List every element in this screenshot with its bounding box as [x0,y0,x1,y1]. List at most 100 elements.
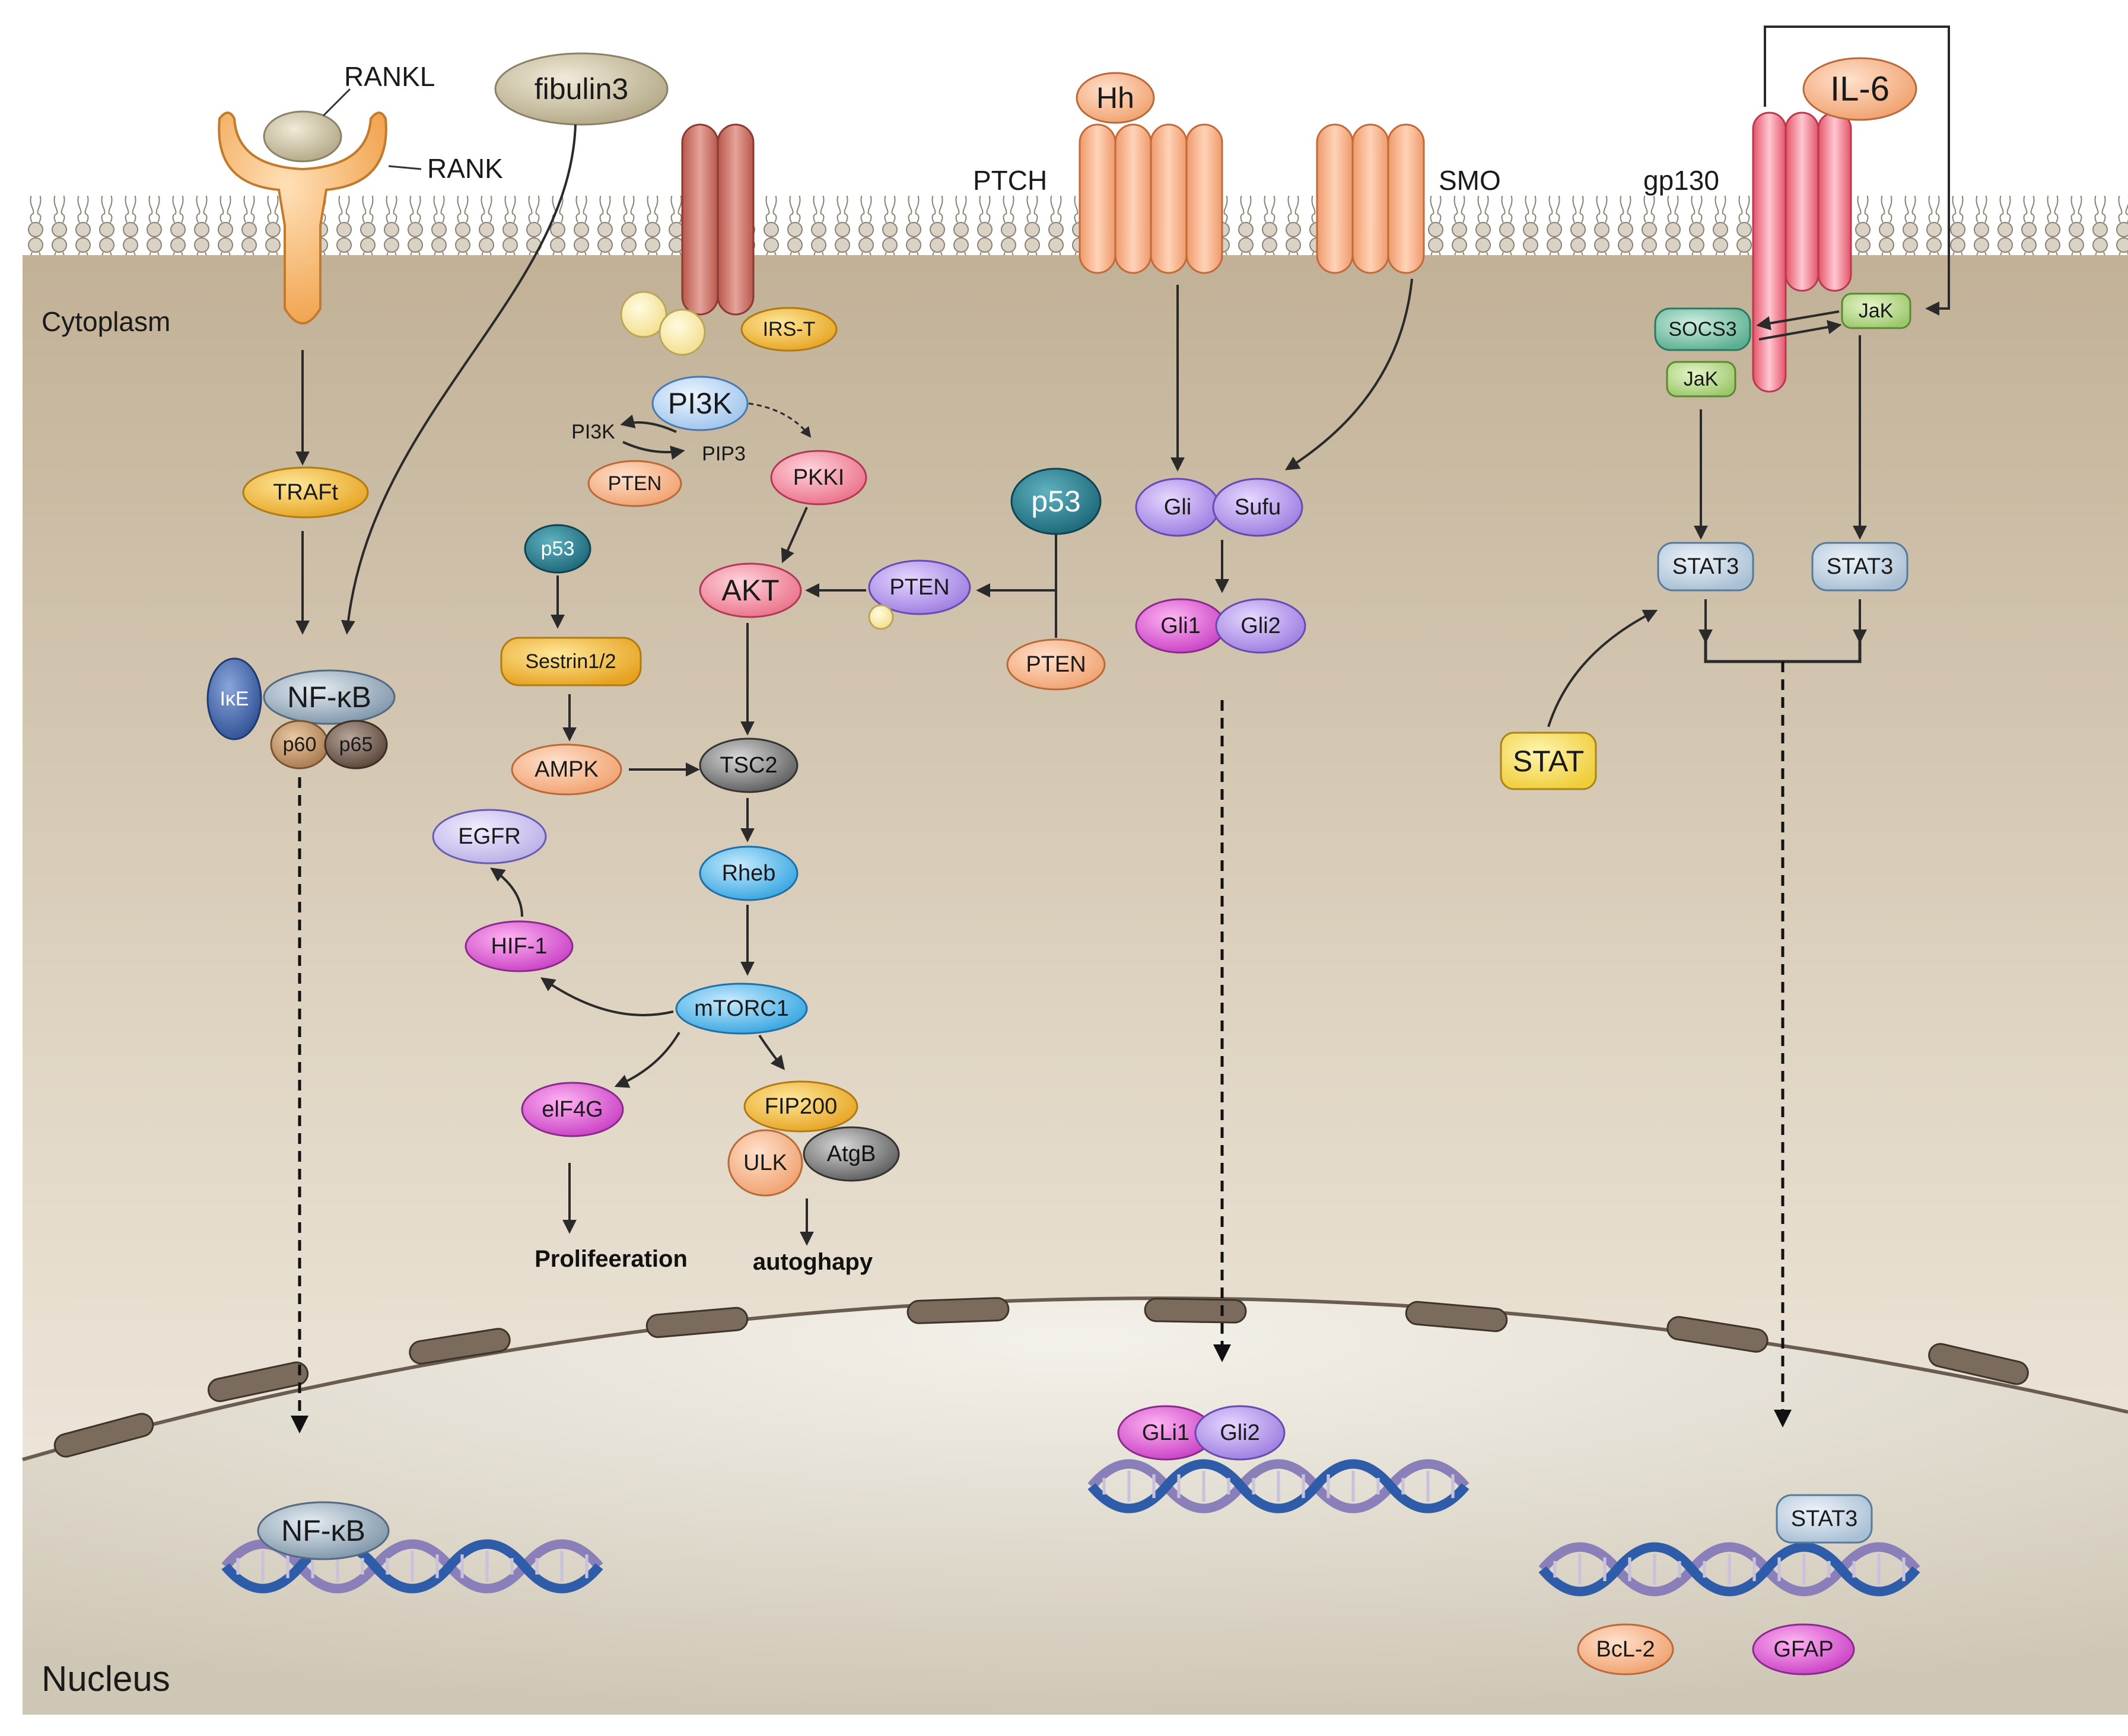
fip200-label: FIP200 [765,1094,838,1119]
akt-label: AKT [721,574,779,607]
socs3-node [1654,307,1751,351]
pten-node-3 [1006,638,1106,691]
pkki-label: PKKI [793,465,845,490]
rank-receptor [218,112,387,325]
jak-left-node [1666,361,1736,398]
mtorc1-node [675,983,808,1035]
ptch-label: PTCH [973,165,1047,196]
gli-label: Gli [1164,495,1191,520]
stat-node [1500,732,1597,790]
gli1-label: Gli1 [1160,613,1201,638]
ptch-receptor [1079,123,1223,274]
nfkb-node [263,669,396,725]
pi3k-node [651,376,749,431]
akt-node [699,562,802,618]
gfap-node [1752,1623,1855,1675]
jak-right-label: JaK [1859,300,1894,322]
bcl2-label: BcL-2 [1596,1637,1655,1662]
mtorc1-label: mTORC1 [694,996,789,1021]
proliferation-label: Prolifeeration [535,1246,688,1272]
hh-ligand [1076,72,1155,124]
p53-small-label: p53 [541,538,575,560]
p53-small-node [524,524,591,574]
ulk-node [727,1129,803,1197]
ike-node [206,657,262,740]
irs-receptor [681,123,755,316]
stat3-left-node [1657,542,1754,592]
hif1-node [465,920,574,972]
eif4g-label: elF4G [542,1097,603,1122]
gfap-label: GFAP [1773,1637,1833,1662]
phosphate-ball [868,604,894,630]
pten-label-3: PTEN [1026,652,1086,677]
irs-t-node [740,307,838,352]
il6-feedback-loop [1764,26,1950,316]
traft-label: TRAFt [273,480,338,505]
nuclear-gli2-node [1194,1405,1286,1461]
sestrin-label: Sestrin1/2 [525,650,616,673]
nuclear-stat3-node [1776,1494,1873,1544]
fibulin3-ligand [494,52,669,126]
il6-label: IL-6 [1830,70,1890,109]
nuclear-envelope [22,1296,2128,1461]
pten-label-2: PTEN [889,575,949,600]
ligand-ball-2 [659,309,706,356]
tsc2-label: TSC2 [720,753,777,778]
rheb-node [699,845,799,901]
sufu-node [1212,478,1303,537]
stat3-left-label: STAT3 [1672,554,1739,579]
hif1-label: HIF-1 [491,934,548,959]
smo-label: SMO [1439,165,1501,196]
ampk-node [511,743,622,796]
pi3k-label: PI3K [668,387,732,420]
sufu-label: Sufu [1235,495,1281,520]
gp130-receptor [1752,112,1852,393]
nuclear-gli2-label: Gli2 [1220,1420,1260,1445]
il6-ligand [1802,57,1917,121]
nuclear-gli1-label: GLi1 [1142,1420,1189,1445]
cytoplasm-label: Cytoplasm [42,306,170,337]
stat-label: STAT [1513,745,1584,778]
ampk-label: AMPK [535,757,599,782]
p60-label: p60 [283,733,317,756]
p65-label: p65 [339,733,373,756]
nuclear-nfkb-label: NF-κB [281,1514,365,1547]
nucleus-label: Nucleus [42,1659,170,1699]
tsc2-node [699,737,799,793]
rankl-ligand [263,110,342,163]
ulk-label: ULK [743,1150,787,1175]
rankl-label: RANKL [344,61,435,92]
nuclear-stat3-label: STAT3 [1791,1506,1858,1531]
nuclear-pores [53,1297,2029,1458]
eif4g-node [521,1082,624,1137]
pten-label-1: PTEN [608,472,662,495]
gli2-label: Gli2 [1240,613,1281,638]
rheb-label: Rheb [722,861,776,886]
fibulin3-label: fibulin3 [535,72,628,106]
gp130-label: gp130 [1643,165,1719,196]
egfr-label: EGFR [458,824,521,849]
bcl2-node [1577,1623,1674,1675]
autophagy-label: autoghapy [753,1249,873,1275]
traft-node [242,466,369,519]
pkki-node [770,450,867,505]
socs3-label: SOCS3 [1668,318,1736,341]
rank-label: RANK [427,153,503,184]
jak-right-node [1841,292,1911,329]
jak-left-label: JaK [1684,368,1719,390]
egfr-node [432,809,547,864]
pip3-label: PIP3 [702,443,746,465]
fip200-node [743,1080,858,1133]
atgb-node [803,1126,900,1182]
atgb-label: AtgB [827,1142,876,1166]
p53-large-label: p53 [1031,485,1080,518]
p65-node [324,720,388,770]
nuclear-nfkb-node [257,1501,390,1560]
smo-receptor [1316,123,1425,274]
ike-label: IκE [220,688,249,710]
hh-label: Hh [1096,81,1134,115]
pi3k-small-label: PI3K [571,421,615,443]
irs-t-label: IRS-T [763,318,816,341]
gli2-node [1215,598,1306,654]
